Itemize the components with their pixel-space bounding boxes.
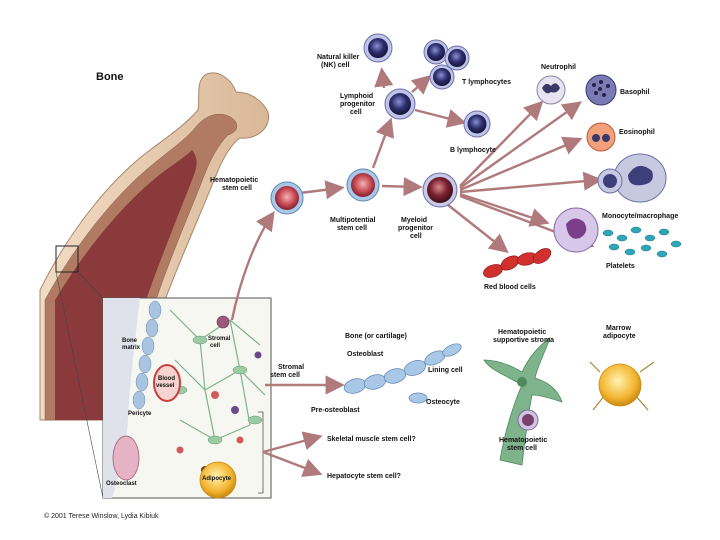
hsc-label-2: stem cell <box>222 185 252 192</box>
bone-illustration: Bone <box>39 71 270 499</box>
pre-osteoblast-label: Pre-osteoblast <box>311 407 360 414</box>
platelets-label: Platelets <box>606 263 635 270</box>
diagram-labels: Hematopoietic stem cell Multipotential s… <box>210 54 678 480</box>
marrow-adipocyte <box>589 361 655 411</box>
eosinophil <box>586 122 616 152</box>
lymphoid-label-1: Lymphoid <box>340 93 373 100</box>
basophil <box>585 74 617 106</box>
nk-label-2: (NK) cell <box>321 62 349 69</box>
stromal-stem-label-1: Stromal <box>278 364 304 371</box>
marrow-inset: Bone matrix Stromal cell Blood vessel Pe… <box>102 297 272 499</box>
multipotential-label-1: Multipotential <box>330 217 376 224</box>
neutrophil <box>536 75 566 105</box>
copyright-credit: © 2001 Terese Winslow, Lydia Kibiuk <box>44 513 159 520</box>
monocyte-label: Monocyte/macrophage <box>602 213 678 220</box>
stromal-stem-label-2: stem cell <box>270 372 300 379</box>
b-lymph-label: B lymphocyte <box>450 147 496 154</box>
hsc-small-label-2: stem cell <box>507 445 537 452</box>
myeloid-progenitor-cell <box>422 172 458 208</box>
inset-adipocyte-label: Adipocyte <box>202 476 232 482</box>
myeloid-label-3: cell <box>410 233 422 240</box>
bone-label: Bone <box>96 71 124 83</box>
t-lymph-label: T lymphocytes <box>462 79 511 86</box>
nk-cell <box>363 33 393 63</box>
nk-label-1: Natural killer <box>317 54 360 61</box>
lining-cell-label: Lining cell <box>428 367 463 374</box>
hsc-label-1: Hematopoietic <box>210 177 258 184</box>
platelets <box>602 226 682 258</box>
osteocyte-label: Osteocyte <box>426 399 460 406</box>
skeletal-muscle-label: Skeletal muscle stem cell? <box>327 436 416 443</box>
megakaryocyte <box>553 207 599 253</box>
marrow-adipocyte-label-2: adipocyte <box>603 333 636 340</box>
inset-blood-vessel-label-2: vessel <box>156 383 175 389</box>
lymphoid-label-3: cell <box>350 109 362 116</box>
bone-marrow-cavity <box>55 150 197 420</box>
eosinophil-label: Eosinophil <box>619 129 655 136</box>
osteoblast-row <box>343 343 462 404</box>
basophil-label: Basophil <box>620 89 650 96</box>
support-stroma-label-1: Hematopoietic <box>498 329 546 336</box>
lymphoid-label-2: progenitor <box>340 101 375 108</box>
monocyte-macrophage <box>597 153 667 203</box>
b-lymphocyte <box>463 110 491 138</box>
marrow-adipocyte-label-1: Marrow <box>606 325 631 332</box>
inset-osteoclast-label: Osteoclast <box>106 481 137 487</box>
inset-pericyte-label: Pericyte <box>128 411 152 417</box>
inset-stromal-label-1: Stromal <box>208 336 231 342</box>
hsc-small-label-1: Hematopoietic <box>499 437 547 444</box>
red-blood-cells <box>483 248 552 278</box>
myeloid-label-2: progenitor <box>398 225 433 232</box>
rbc-label: Red blood cells <box>484 284 536 291</box>
inset-blood-vessel-label-1: Blood <box>158 376 175 382</box>
lymphoid-progenitor-cell <box>384 88 416 120</box>
multipotential-label-2: stem cell <box>337 225 367 232</box>
t-lymphocytes <box>423 39 470 90</box>
hematopoietic-stroma-cell <box>483 336 563 466</box>
neutrophil-label: Neutrophil <box>541 64 576 71</box>
myeloid-label-1: Myeloid <box>401 217 427 224</box>
inset-stromal-label-2: cell <box>210 343 220 349</box>
support-stroma-label-2: supportive stroma <box>493 337 554 344</box>
bone-cartilage-label: Bone (or cartilage) <box>345 333 407 340</box>
hsc-cell <box>270 181 304 215</box>
zoom-marker-box <box>55 245 79 273</box>
hepatocyte-label: Hepatocyte stem cell? <box>327 473 401 480</box>
multipotential-cell <box>346 168 380 202</box>
lineage-arrows <box>230 67 603 477</box>
inset-bone-matrix-label-1: Bone <box>122 338 138 344</box>
inset-bone-matrix-label-2: matrix <box>122 345 141 351</box>
osteoblast-label: Osteoblast <box>347 351 384 358</box>
